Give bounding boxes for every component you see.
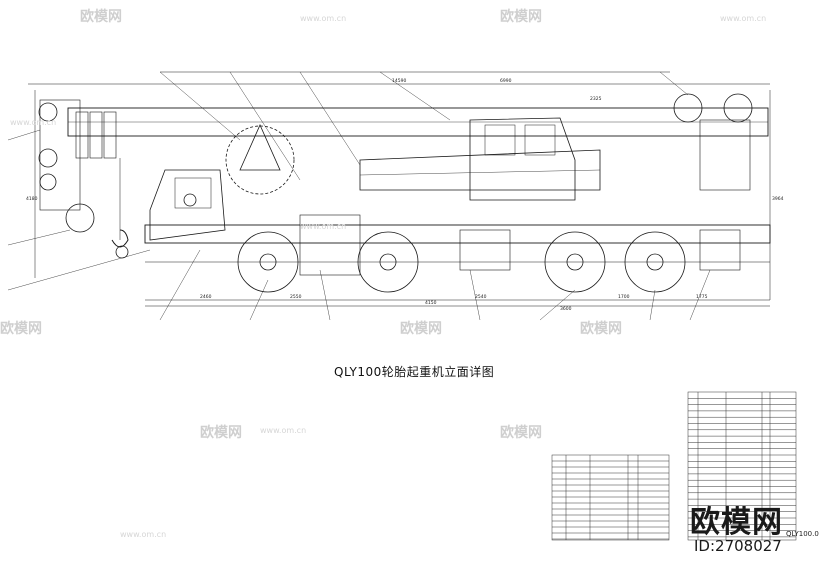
watermark-url: www.om.cn bbox=[120, 530, 167, 539]
dim-rear-overhang: 1775 bbox=[696, 294, 708, 300]
watermark-brand: 欧模网 bbox=[580, 321, 622, 337]
watermark-url: www.om.cn bbox=[300, 222, 347, 231]
dim-wheelbase-1: 2550 bbox=[290, 294, 302, 300]
watermark-brand: 欧模网 bbox=[200, 425, 242, 441]
dim-top-overall: 14590 bbox=[392, 78, 406, 84]
title-block-code: QLY100.0 bbox=[786, 530, 819, 538]
watermark-url: www.om.cn bbox=[300, 14, 347, 23]
dim-front-overhang: 2460 bbox=[200, 294, 212, 300]
dim-height-right: 3964 bbox=[772, 196, 784, 202]
watermark-brand: 欧模网 bbox=[500, 9, 542, 25]
dim-top-right: 2325 bbox=[590, 96, 602, 102]
watermark-brand: 欧模网 bbox=[80, 9, 122, 25]
dim-wheelbase-3: 2540 bbox=[475, 294, 487, 300]
dim-height-left: 4180 bbox=[26, 196, 38, 202]
dim-wheelbase-2: 4150 bbox=[425, 300, 437, 306]
dim-wheelbase-4: 1700 bbox=[618, 294, 630, 300]
drawing-title: QLY100轮胎起重机立面详图 bbox=[334, 365, 495, 379]
watermark-brand: 欧模网 bbox=[400, 321, 442, 337]
watermark-brand: 欧模网 bbox=[0, 321, 42, 337]
watermark-brand: 欧模网 bbox=[500, 425, 542, 441]
brand-logo: 欧模网 bbox=[690, 505, 783, 540]
watermark-url: www.om.cn bbox=[10, 118, 57, 127]
dim-track: 3600 bbox=[560, 306, 572, 312]
watermark-url: www.om.cn bbox=[720, 14, 767, 23]
watermark-url: www.om.cn bbox=[260, 426, 307, 435]
dim-top-mid: 6990 bbox=[500, 78, 512, 84]
brand-id: ID:2708027 bbox=[694, 537, 782, 555]
